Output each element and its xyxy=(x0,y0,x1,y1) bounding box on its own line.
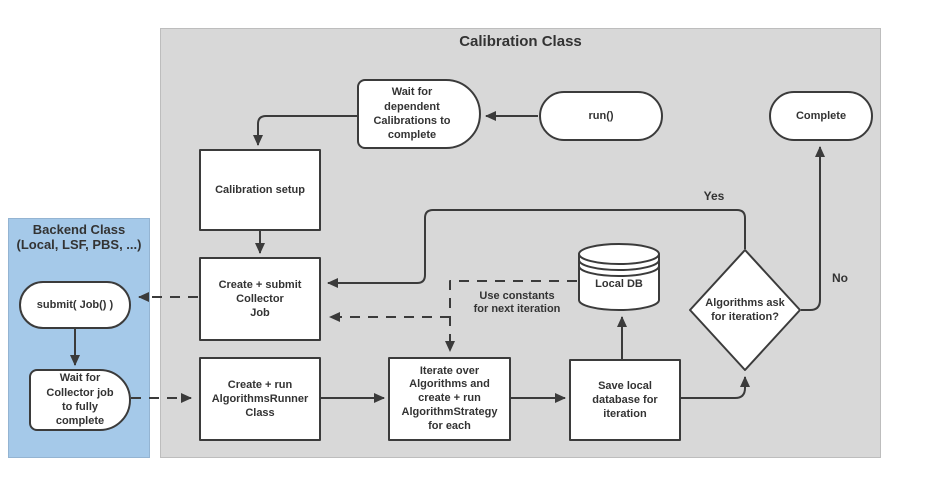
wait-collector-shape xyxy=(29,369,131,431)
create-submit-collector-shape xyxy=(199,257,321,341)
local-db-disk-line-1 xyxy=(578,253,660,265)
ask-iteration-shape xyxy=(689,249,801,371)
create-run-runner-shape xyxy=(199,357,321,441)
edge-no-decision-to-complete xyxy=(801,146,825,311)
edge-wait-to-setup xyxy=(253,115,358,146)
submit-job-shape xyxy=(19,281,131,329)
local-db-disk-line-2 xyxy=(578,259,660,271)
edge-yes-decision-to-create-submit xyxy=(327,209,746,288)
save-local-db-shape xyxy=(569,359,681,441)
run-shape xyxy=(539,91,663,141)
complete-shape xyxy=(769,91,873,141)
local-db-disk-line-3 xyxy=(578,265,660,277)
calibration-setup-shape xyxy=(199,149,321,231)
iterate-algorithms-shape xyxy=(388,357,511,441)
edge-save-to-decision xyxy=(681,376,750,399)
wait-dependent-shape xyxy=(357,79,481,149)
edge-localdb-to-iterate xyxy=(445,280,577,352)
